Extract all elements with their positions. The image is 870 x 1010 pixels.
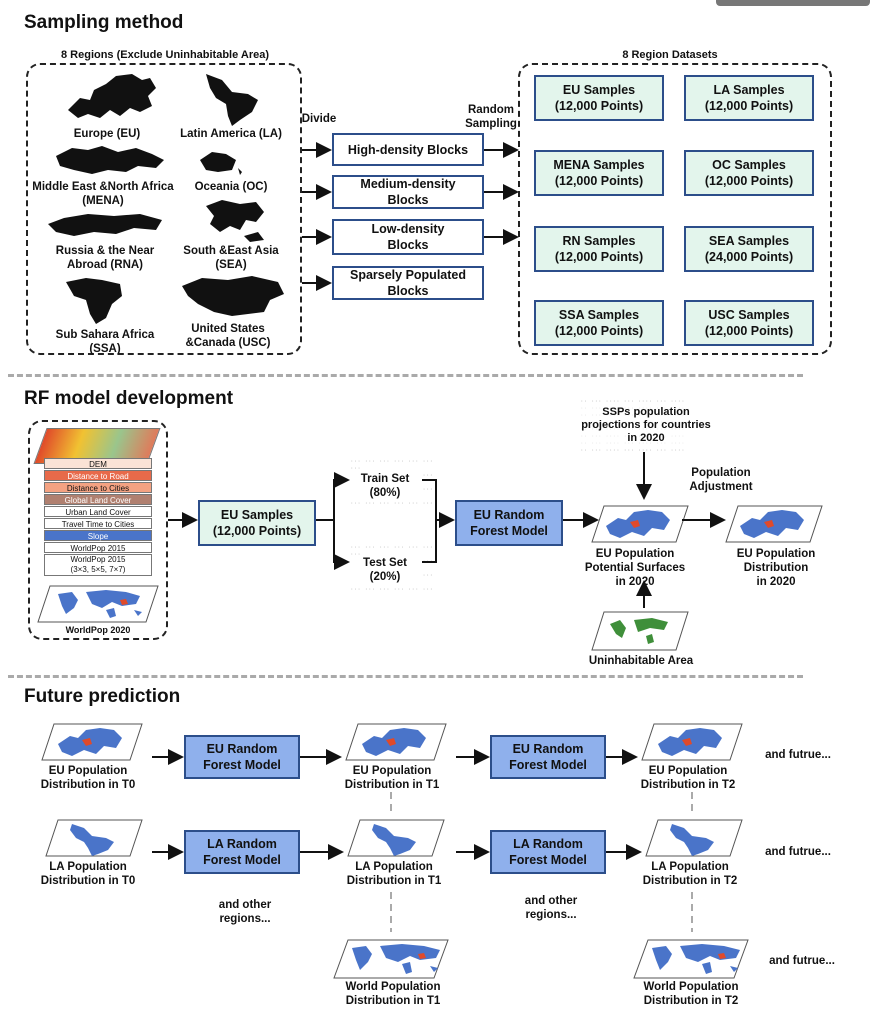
dataset-eu: EU Samples (12,000 Points) — [534, 75, 664, 121]
eu-t2-map — [641, 723, 743, 761]
eu-distribution-2020-label: EU Population Distribution in 2020 — [736, 548, 816, 588]
dataset-ssa: SSA Samples (12,000 Points) — [534, 300, 664, 346]
eu-potential-label: EU Population Potential Surfaces in 2020 — [584, 548, 686, 588]
random-sampling-label: Random Sampling — [465, 104, 517, 130]
region-label-la: Latin America (LA) — [180, 128, 282, 140]
latin-america-silhouette — [206, 74, 258, 126]
mena-silhouette — [56, 146, 164, 174]
future-la-random-forest-model-1: LA Random Forest Model — [184, 830, 300, 874]
eu-potential-map — [591, 505, 689, 543]
layer-global-land-cover: Global Land Cover — [44, 494, 152, 505]
la-t1-label: LA Population Distribution in T1 — [346, 861, 442, 887]
eu-t1-label: EU Population Distribution in T1 — [344, 765, 440, 791]
rna-silhouette — [48, 214, 162, 236]
layer-worldpop-2015: WorldPop 2015 — [44, 542, 152, 553]
worldpop-2020-label: WorldPop 2020 — [65, 625, 131, 635]
divide-label: Divide — [301, 113, 337, 125]
dataset-mena: MENA Samples (12,000 Points) — [534, 150, 664, 196]
layer-slope: Slope — [44, 530, 152, 541]
section-title-rf: RF model development — [24, 388, 234, 409]
future-la-random-forest-model-2: LA Random Forest Model — [490, 830, 606, 874]
regions-header: 8 Regions (Exclude Uninhabitable Area) — [60, 49, 270, 61]
la-t2-label: LA Population Distribution in T2 — [642, 861, 738, 887]
la-and-future: and futrue... — [765, 846, 831, 858]
layer-urban-land-cover: Urban Land Cover — [44, 506, 152, 517]
section-divider-2 — [8, 675, 803, 678]
datasets-header: 8 Region Datasets — [622, 49, 718, 61]
high-density-blocks: High-density Blocks — [332, 133, 484, 166]
world-t1-map — [333, 939, 449, 979]
la-t2-map — [645, 819, 743, 857]
la-t0-map — [45, 819, 143, 857]
region-label-eu: Europe (EU) — [73, 128, 141, 140]
sparsely-populated-blocks: Sparsely Populated Blocks — [332, 266, 484, 300]
section-title-future: Future prediction — [24, 686, 181, 707]
region-label-sea: South &East Asia (SEA) — [183, 245, 279, 271]
rf-arrows — [168, 452, 726, 608]
other-regions-2: and other regions... — [524, 895, 578, 921]
eu-t2-label: EU Population Distribution in T2 — [640, 765, 736, 791]
covariate-layer-stack: DEM Distance to Road Distance to Cities … — [33, 428, 161, 578]
region-label-rna: Russia & the Near Abroad (RNA) — [55, 245, 155, 271]
eu-and-future: and futrue... — [765, 749, 831, 761]
la-t1-map — [347, 819, 445, 857]
usc-silhouette — [182, 276, 284, 316]
la-t0-label: LA Population Distribution in T0 — [40, 861, 136, 887]
region-label-ssa: Sub Sahara Africa (SSA) — [55, 329, 155, 355]
ssp-projections-label: SSPs population projections for countrie… — [566, 406, 726, 445]
future-arrows — [152, 749, 693, 932]
rf-eu-random-forest-model: EU Random Forest Model — [455, 500, 563, 546]
low-density-blocks: Low-density Blocks — [332, 219, 484, 255]
world-and-future: and futrue... — [769, 955, 835, 967]
layer-worldpop-2015-windows: WorldPop 2015 (3×3, 5×5, 7×7) — [44, 554, 152, 576]
other-regions-1: and other regions... — [218, 899, 272, 925]
europe-silhouette — [68, 74, 156, 118]
region-label-usc: United States &Canada (USC) — [185, 323, 271, 349]
region-label-oc: Oceania (OC) — [194, 181, 268, 193]
uninhabitable-label: Uninhabitable Area — [588, 655, 694, 667]
future-eu-random-forest-model-1: EU Random Forest Model — [184, 735, 300, 779]
sea-silhouette — [206, 200, 264, 242]
ssa-silhouette — [66, 278, 122, 324]
eu-t1-map — [345, 723, 447, 761]
covariates-box — [28, 420, 168, 640]
eu-distribution-2020-map — [725, 505, 823, 543]
layer-dem: DEM — [44, 458, 152, 469]
regions-box — [26, 63, 302, 355]
dataset-usc: USC Samples (12,000 Points) — [684, 300, 814, 346]
test-set-label: Test Set (20%) — [350, 556, 420, 584]
datasets-box — [518, 63, 832, 355]
dataset-la: LA Samples (12,000 Points) — [684, 75, 814, 121]
window-top-bar — [716, 0, 870, 6]
world-t2-label: World Population Distribution in T2 — [643, 981, 739, 1007]
uninhabitable-map — [591, 611, 689, 651]
oceania-silhouette — [200, 152, 242, 175]
layer-distance-cities: Distance to Cities — [44, 482, 152, 493]
layer-distance-road: Distance to Road — [44, 470, 152, 481]
layer-travel-time: Travel Time to Cities — [44, 518, 152, 529]
world-t1-label: World Population Distribution in T1 — [345, 981, 441, 1007]
rf-eu-samples: EU Samples (12,000 Points) — [198, 500, 316, 546]
eu-t0-label: EU Population Distribution in T0 — [40, 765, 136, 791]
population-adjustment-label: Population Adjustment — [689, 467, 753, 493]
dataset-sea: SEA Samples (24,000 Points) — [684, 226, 814, 272]
sampling-arrows — [302, 142, 519, 291]
worldpop-2020-map — [37, 585, 159, 623]
world-t2-map — [633, 939, 749, 979]
future-eu-random-forest-model-2: EU Random Forest Model — [490, 735, 606, 779]
dataset-oc: OC Samples (12,000 Points) — [684, 150, 814, 196]
medium-density-blocks: Medium-density Blocks — [332, 175, 484, 209]
train-set-label: Train Set (80%) — [350, 472, 420, 500]
section-title-sampling: Sampling method — [24, 12, 184, 33]
dataset-rn: RN Samples (12,000 Points) — [534, 226, 664, 272]
section-divider-1 — [8, 374, 803, 377]
region-label-mena: Middle East &North Africa (MENA) — [32, 181, 174, 207]
eu-t0-map — [41, 723, 143, 761]
